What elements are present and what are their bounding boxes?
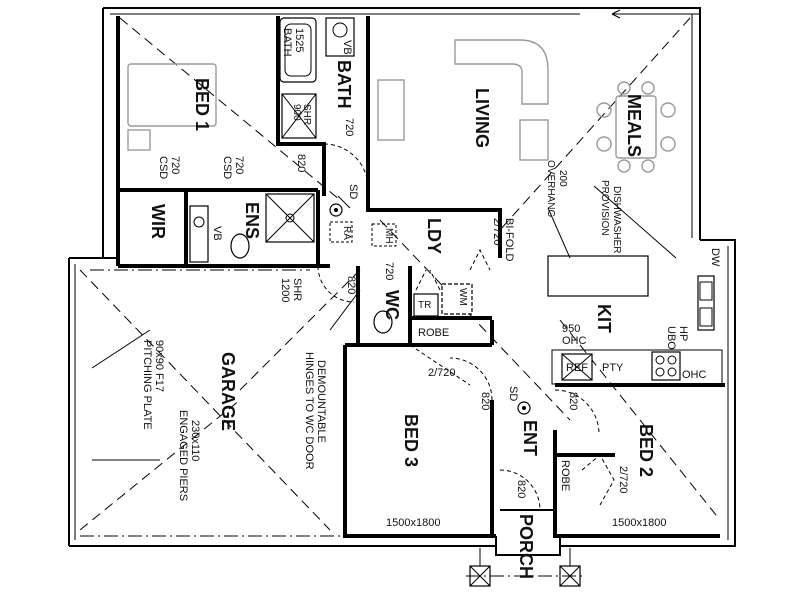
dim-dishwasher-b: PROVISION	[599, 180, 610, 236]
room-wir: WIR	[148, 204, 168, 239]
kitchen-sink	[697, 275, 715, 331]
label-vb: VB	[341, 40, 353, 55]
dim-bifold-b: 2/720	[491, 218, 503, 246]
room-ldy: LDY	[424, 218, 444, 254]
room-robe1: ROBE	[418, 327, 449, 339]
dimension-labels: 720 820 820 720 2/720 820 820 820 2/720 …	[295, 118, 666, 529]
dim-bed2-window: 1500x1800	[612, 517, 666, 529]
room-meals: MEALS	[624, 94, 644, 157]
label-shr1200-b: 1200	[279, 278, 291, 302]
dim-dishwasher-a: DISHWASHER	[611, 186, 622, 253]
label-sd1: SD	[347, 184, 359, 199]
label-csd1-a: 720	[169, 156, 181, 174]
label-ohc1b: OHC	[562, 335, 587, 347]
room-robe2: ROBE	[559, 460, 571, 491]
room-garage: GARAGE	[218, 352, 238, 431]
label-ubo: UBO	[665, 326, 677, 350]
fixture-labels: VB 1525 BATH SHR 900 720 CSD 720 CSD VB …	[157, 28, 721, 401]
label-wm: WM	[457, 288, 468, 306]
furniture	[127, 39, 676, 173]
label-tr: TR	[418, 300, 431, 311]
note-piers-1: 230x110	[189, 420, 201, 461]
room-porch: PORCH	[516, 514, 536, 579]
dim-bifold-a: BI-FOLD	[503, 218, 515, 261]
dim-820-bed3: 820	[479, 392, 491, 410]
room-bed1: BED 1	[192, 78, 212, 131]
label-bath-size-2: BATH	[281, 28, 293, 57]
label-hp: HP	[677, 326, 689, 341]
room-ent: ENT	[520, 420, 540, 456]
wc-toilet	[373, 310, 393, 334]
kitchen-island	[547, 255, 649, 297]
leader-arrows	[91, 9, 700, 461]
label-csd2-a: 720	[233, 156, 245, 174]
dim-720-wc: 720	[383, 262, 395, 280]
ensuite-toilet	[230, 233, 250, 259]
label-pty: PTY	[602, 362, 624, 374]
label-shr1200-a: SHR	[291, 278, 303, 301]
room-wc: WC	[382, 290, 402, 320]
label-sd2: SD	[507, 386, 519, 401]
cooktop	[651, 351, 681, 381]
note-piers-2: ENGAGED PIERS	[177, 410, 189, 501]
laundry-trough	[413, 293, 439, 317]
room-labels: BED 1 BATH LIVING MEALS GARAGE BED 3 BED…	[148, 60, 656, 579]
smoke-detectors	[329, 203, 531, 415]
dim-820-ens: 820	[345, 276, 357, 294]
dim-bed3-window: 1500x1800	[386, 517, 440, 529]
dim-overhang-a: 200	[557, 170, 568, 187]
note-pitching-1: 90x90 F17	[153, 340, 165, 392]
room-bed2: BED 2	[636, 424, 656, 477]
label-mh: MH	[383, 228, 394, 244]
room-living: LIVING	[472, 88, 492, 148]
note-hinges-1: DEMOUNTABLE	[315, 360, 327, 443]
exterior-walls	[68, 7, 736, 547]
label-csd1-b: CSD	[157, 156, 169, 179]
label-ohc2: OHC	[682, 369, 707, 381]
label-ohc1: 950	[562, 323, 580, 335]
dim-820-bed2: 820	[567, 392, 579, 410]
label-ref: REF	[566, 362, 588, 374]
label-ra: RA	[341, 226, 352, 240]
note-hinges-2: HINGES TO WC DOOR	[303, 352, 315, 470]
room-ens: ENS	[242, 202, 262, 239]
fixtures	[189, 17, 723, 587]
label-bath-size-1: 1525	[293, 28, 305, 52]
washing-machine	[441, 283, 473, 315]
note-pitching-2: PITCHING PLATE	[141, 340, 153, 430]
room-bed3: BED 3	[401, 414, 421, 467]
label-csd2-b: CSD	[221, 156, 233, 179]
room-bath: BATH	[334, 60, 354, 109]
door-swings	[317, 143, 615, 511]
label-shr900-b: 900	[291, 104, 302, 121]
label-dw: DW	[709, 248, 721, 267]
ensuite-vanity	[189, 205, 209, 263]
dim-2720-robe: 2/720	[428, 367, 456, 379]
dim-720-bath: 720	[343, 118, 355, 136]
dim-820-bath: 820	[295, 154, 307, 172]
kitchen-bench	[551, 349, 723, 385]
dim-820-porch: 820	[515, 480, 527, 498]
notes: 90x90 F17 PITCHING PLATE 230x110 ENGAGED…	[141, 340, 327, 501]
dim-2720-bed2: 2/720	[617, 466, 629, 494]
dim-overhang-b: OVERHANG	[545, 160, 556, 217]
label-vb2: VB	[211, 226, 223, 241]
bathtub	[279, 17, 317, 83]
room-kit: KIT	[594, 304, 614, 333]
interior-walls	[116, 16, 725, 556]
label-shr900-a: SHR	[301, 104, 312, 125]
roof-lines	[79, 17, 721, 531]
